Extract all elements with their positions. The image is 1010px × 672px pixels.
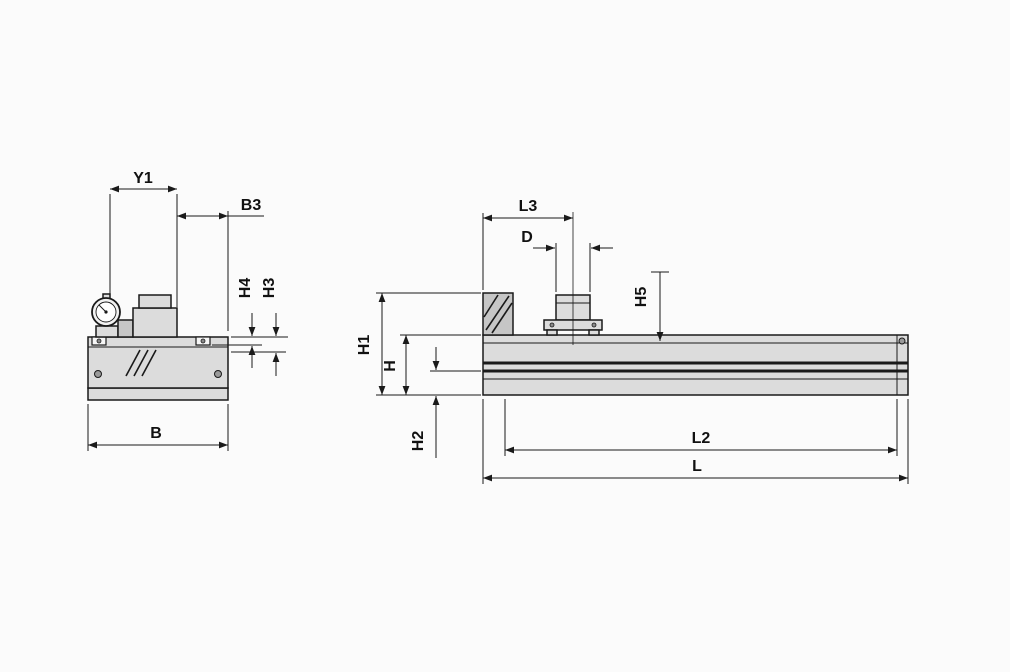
dim-label-b: B <box>150 425 162 442</box>
dim-label-d: D <box>521 229 533 246</box>
body-base-plate <box>87 387 229 401</box>
dimension-b3: B3 <box>177 197 264 331</box>
hatch-marks <box>125 349 157 377</box>
clamp-block <box>132 294 178 338</box>
dimension-h1: H1 <box>356 292 481 396</box>
carriage-foot-left <box>546 329 558 336</box>
tab-screw-right <box>200 338 206 344</box>
dial-needle <box>98 304 107 313</box>
rail-outline <box>482 334 909 396</box>
dimension-b: B <box>87 404 229 451</box>
carriage-bolt-left <box>549 322 555 328</box>
body-screw-left <box>94 370 102 378</box>
dimension-h5: H5 <box>633 271 669 341</box>
carriage-bolt-right <box>591 322 597 328</box>
dim-label-l: L <box>692 458 702 475</box>
dim-label-l2: L2 <box>692 430 711 447</box>
dimension-l3: L3 <box>482 198 573 290</box>
carriage <box>543 212 603 345</box>
clamp-block-upper <box>138 294 172 309</box>
dim-label-h3: H3 <box>261 278 278 299</box>
rail-body <box>482 334 909 396</box>
tab-screw-left <box>96 338 102 344</box>
dim-label-h2: H2 <box>410 431 427 452</box>
end-view: Y1 B3 H4 H3 B <box>87 170 288 451</box>
dimension-h: H <box>382 334 481 395</box>
dimension-l: L <box>482 399 909 484</box>
dim-label-l3: L3 <box>519 198 538 215</box>
dimension-h4: H4 <box>212 278 288 368</box>
dimension-h2: H2 <box>410 347 481 458</box>
dial-center-dot <box>104 310 108 314</box>
motor-block <box>482 292 514 336</box>
dial-base <box>95 325 119 338</box>
dim-label-h4: H4 <box>237 278 254 299</box>
end-view-body <box>87 336 229 401</box>
side-view: L3 D H5 H1 H <box>356 198 909 484</box>
dim-label-h5: H5 <box>633 287 650 308</box>
dimension-y1: Y1 <box>109 170 178 307</box>
carriage-foot-right <box>588 329 600 336</box>
dim-label-y1: Y1 <box>133 170 153 187</box>
dimension-l2: L2 <box>504 399 898 456</box>
dim-label-h: H <box>382 360 399 372</box>
dial-side-block <box>117 319 134 338</box>
body-screw-right <box>214 370 222 378</box>
dim-label-h1: H1 <box>356 335 373 356</box>
dimension-h3: H3 <box>231 278 286 376</box>
clamp-block-lower <box>132 307 178 338</box>
end-cap-screw <box>898 337 906 345</box>
dim-label-b3: B3 <box>241 197 262 214</box>
dial-indicator <box>91 293 134 338</box>
dimension-d: D <box>521 229 613 292</box>
